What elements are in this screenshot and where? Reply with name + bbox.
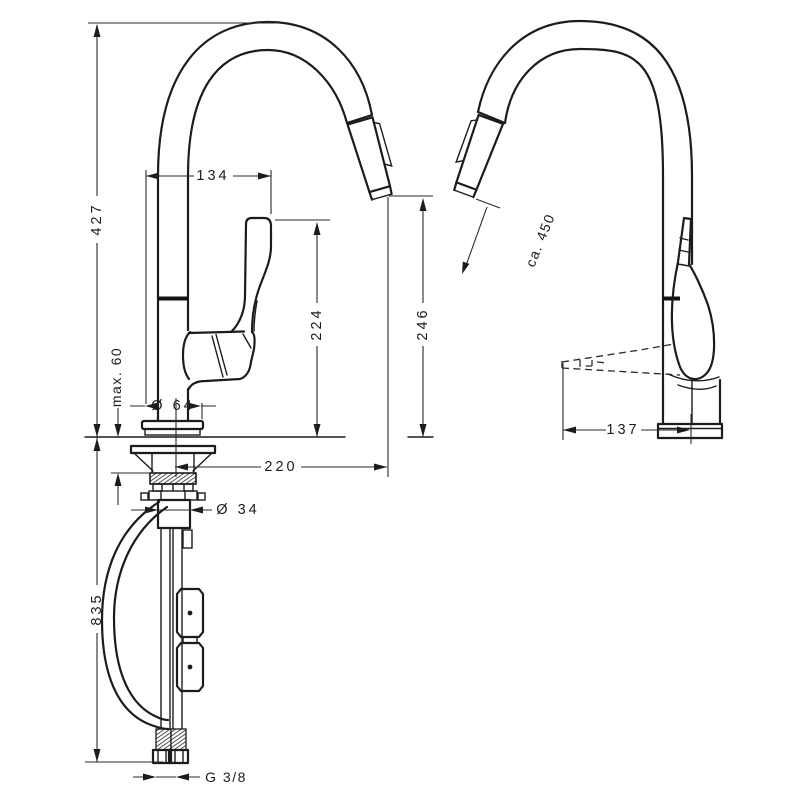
dim-outlet-height: 246: [389, 195, 433, 437]
dim-spout-top-width: 134: [145, 168, 272, 404]
spout-arc-inner: [186, 48, 349, 178]
spray-head-side: [453, 113, 505, 199]
handle-side: [670, 216, 716, 381]
dim-handle-height: 224: [275, 219, 330, 437]
dim-label-d64: Ø 64: [151, 398, 194, 414]
dim-spout-reach: 220: [175, 197, 389, 477]
dim-base-diameter: Ø 64: [130, 398, 216, 419]
spout-arc-inner-side: [503, 47, 665, 178]
dim-label-246: 246: [415, 307, 431, 340]
dim-supply-thread: G 3/8: [133, 769, 247, 785]
dim-hole-diameter: Ø 34: [131, 502, 259, 518]
spray-clip-side: [455, 119, 479, 164]
dim-label-134: 134: [196, 168, 229, 184]
dim-label-g38: G 3/8: [205, 769, 247, 785]
side-view: [453, 19, 724, 444]
dim-hose-drop: 835: [85, 437, 163, 763]
spout-joint-line-side: [476, 110, 507, 125]
handle-swing-range: [561, 343, 681, 376]
escutcheon: [140, 419, 205, 431]
spout-joint-line: [345, 113, 374, 125]
spray-clip: [372, 121, 393, 167]
front-view: [84, 20, 434, 765]
escutcheon-lower: [144, 428, 201, 436]
hose-loop: [100, 500, 170, 731]
body-shoulder: [667, 373, 720, 390]
dim-label-max60: max. 60: [108, 347, 124, 407]
dim-label-d34: Ø 34: [216, 502, 259, 518]
mixer-body: [181, 330, 256, 392]
base-flange-side: [656, 422, 724, 440]
dim-label-224: 224: [309, 307, 325, 340]
dim-label-137: 137: [606, 422, 639, 438]
dim-total-height: 427: [88, 22, 278, 437]
shank: [156, 498, 192, 530]
spout-arc-outer: [156, 20, 374, 178]
handle-lever: [230, 216, 273, 334]
dimensions: 427 835 max. 60 134: [85, 22, 690, 785]
spray-head: [346, 116, 393, 201]
supply-hoses: [151, 527, 193, 765]
dim-pullout-hose: ca. 450: [462, 198, 558, 274]
spout-arc-outer-side: [476, 19, 694, 178]
dim-base-depth: 137: [562, 363, 690, 440]
hose-clip: [182, 529, 193, 549]
dim-label-ca450: ca. 450: [522, 211, 558, 269]
mounting-hardware: [129, 444, 217, 530]
check-valves: [175, 587, 205, 693]
dim-label-220: 220: [264, 459, 297, 475]
dim-deck-thickness: max. 60: [108, 347, 152, 505]
dim-label-835: 835: [89, 592, 105, 625]
dim-label-427: 427: [89, 202, 105, 235]
